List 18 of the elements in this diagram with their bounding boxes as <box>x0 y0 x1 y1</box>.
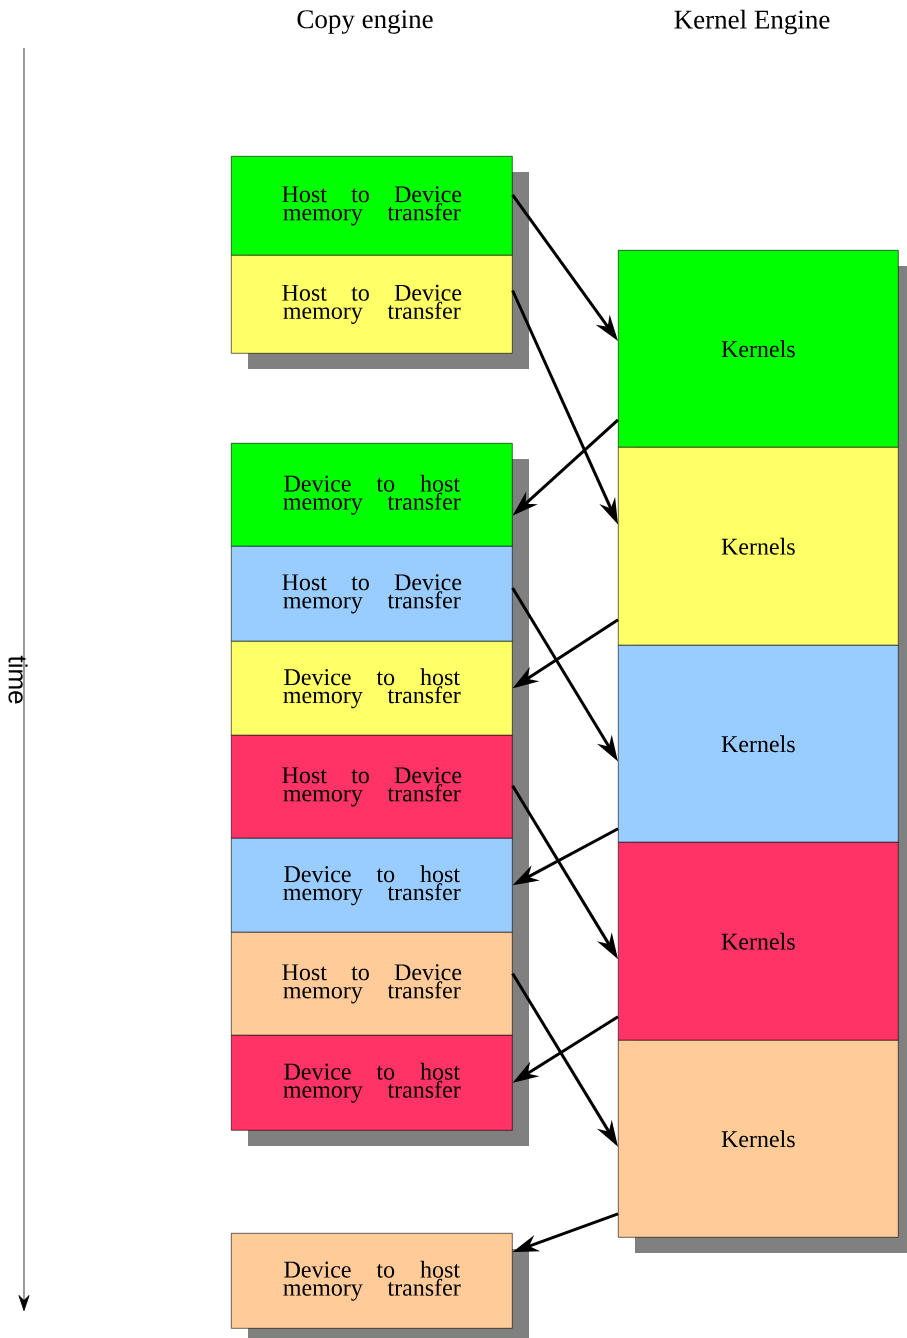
transfer-box: Kernels <box>618 645 899 843</box>
transfer-box: Kernels <box>618 250 899 448</box>
transfer-box: Kernels <box>618 447 899 646</box>
transfer-box: Host to Device memory transfer <box>231 156 513 256</box>
transfer-box: Host to Device memory transfer <box>231 735 513 839</box>
transfer-box: Host to Device memory transfer <box>231 255 513 354</box>
transfer-box: Device to host memory transfer <box>231 1035 513 1131</box>
column-heading: Copy engine <box>297 10 433 34</box>
transfer-box: Device to host memory transfer <box>231 641 513 736</box>
column-heading: Kernel Engine <box>674 9 830 35</box>
transfer-box: Device to host memory transfer <box>231 838 513 933</box>
transfer-box: Device to host memory transfer <box>231 1233 513 1329</box>
transfer-box: Kernels <box>618 842 899 1041</box>
transfer-box: Kernels <box>618 1040 899 1238</box>
transfer-box: Device to host memory transfer <box>231 443 513 547</box>
transfer-box: Host to Device memory transfer <box>231 546 513 642</box>
transfer-box: Host to Device memory transfer <box>231 932 513 1036</box>
axis-label: time <box>8 655 28 704</box>
